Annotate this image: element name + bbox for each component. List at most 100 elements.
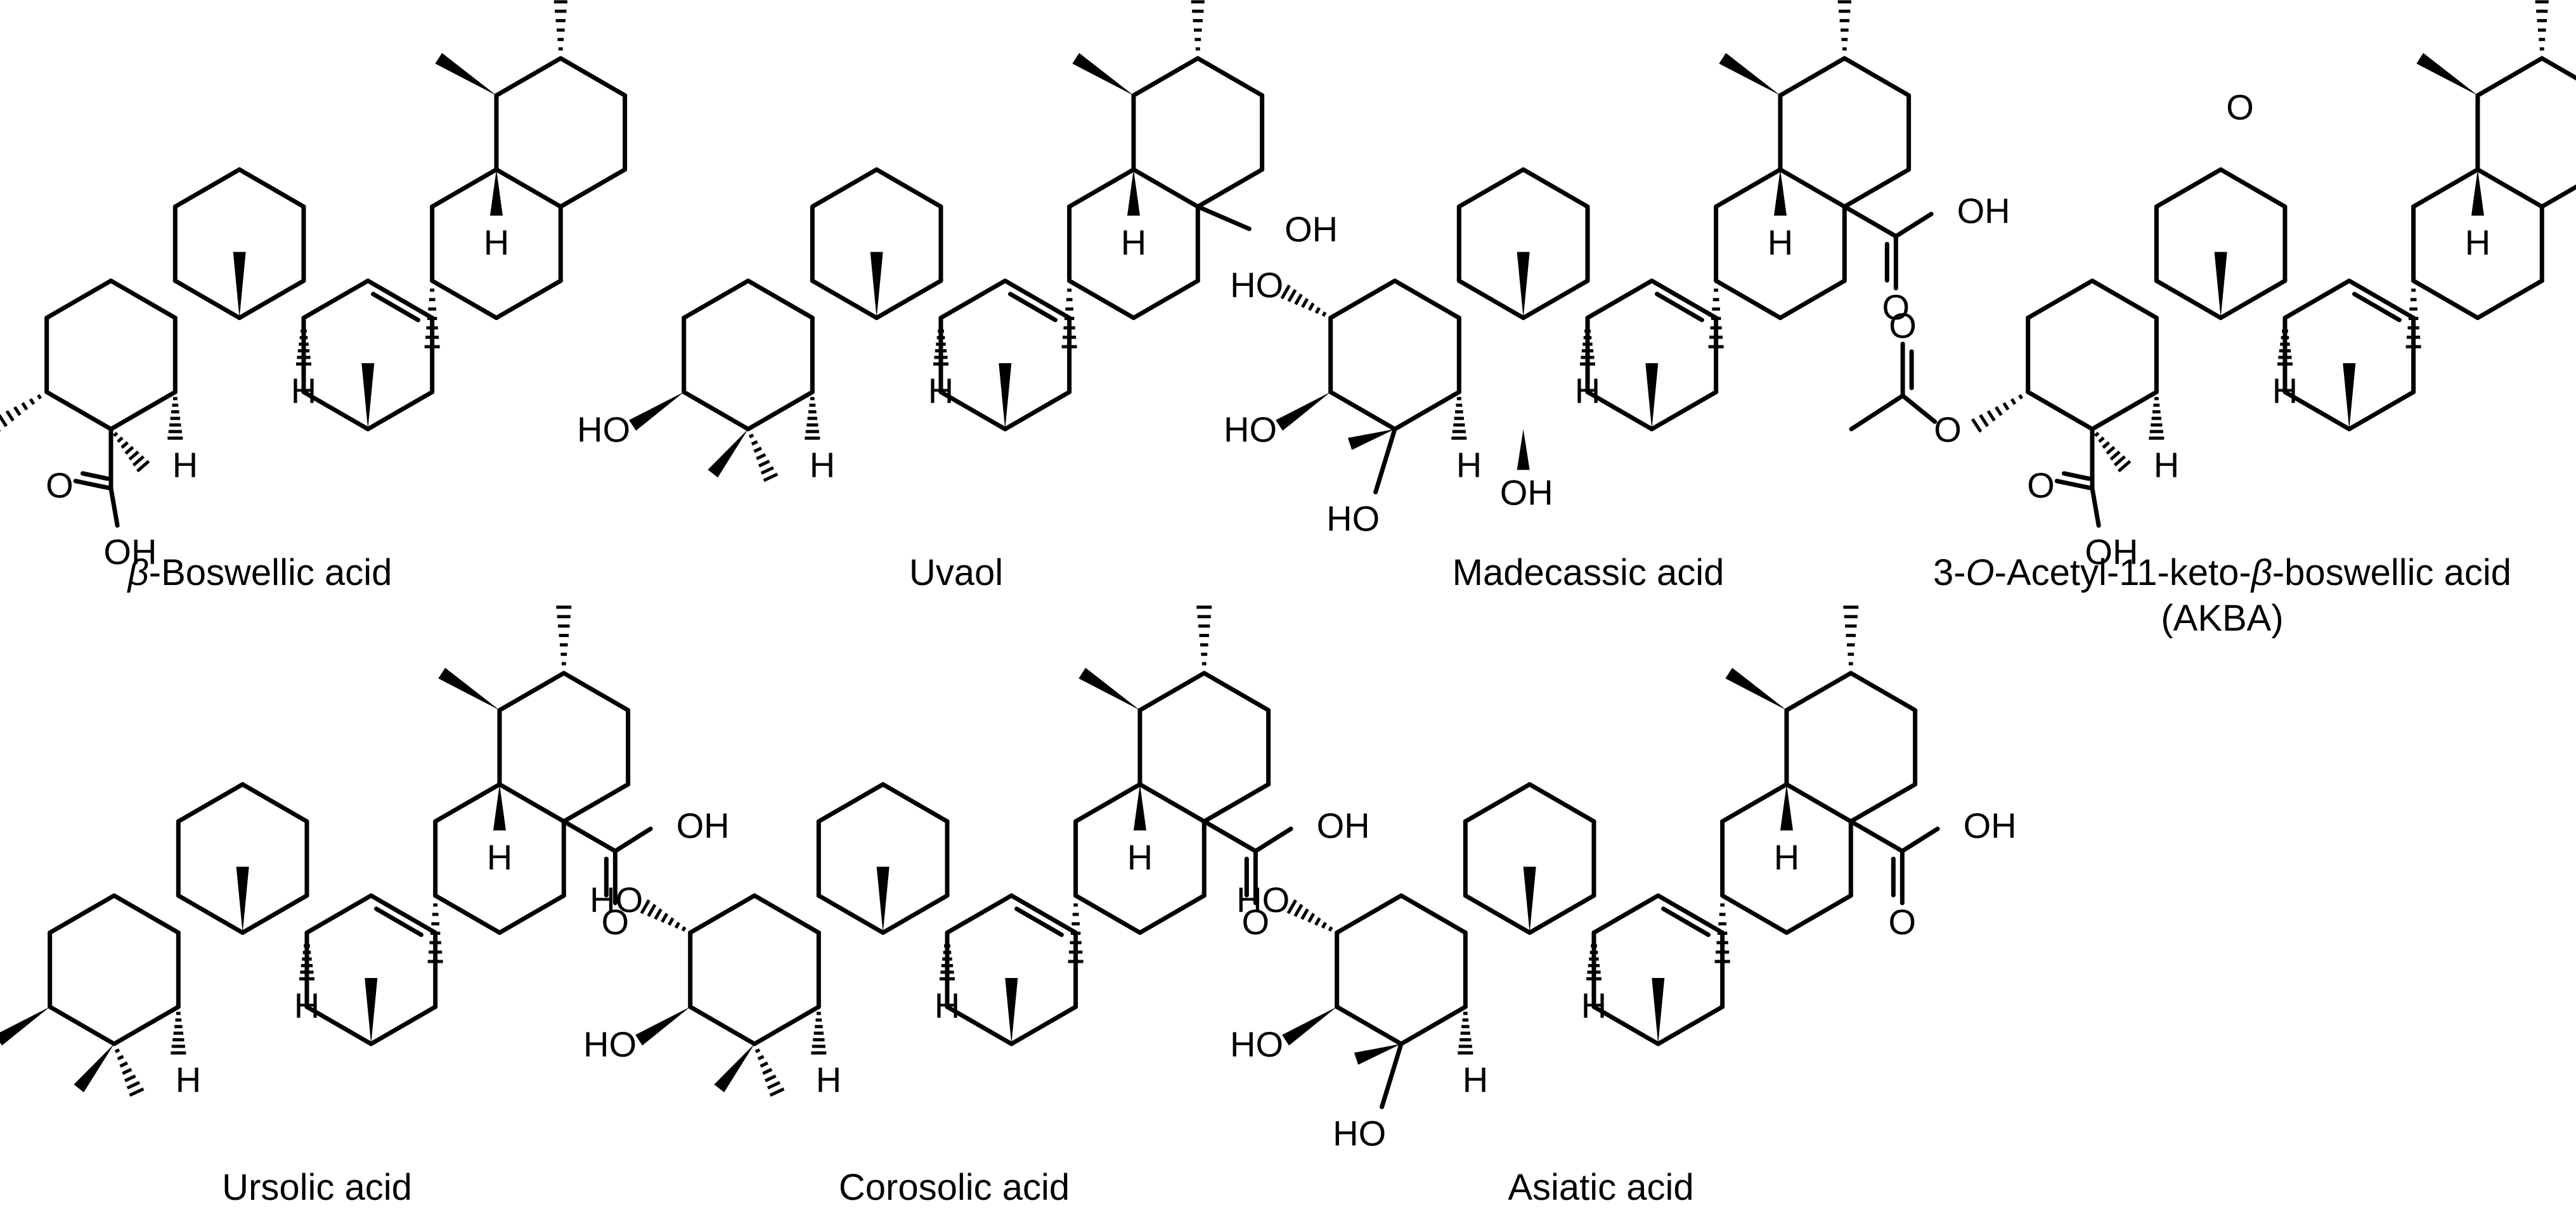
structure-boswellic: HHHHOOOH [0,0,628,572]
ring-bond [1009,1005,1078,1046]
c4-methyl-wedge [1347,429,1395,450]
ring-bond [558,167,628,209]
ring-bond [2346,390,2416,432]
h5-label: H [172,445,198,485]
ring-bond [497,893,566,935]
ring-bond [945,1005,1014,1046]
c4-methyl-hash [114,1048,145,1097]
methyl-c19-wedge [435,53,496,96]
c4-oh-label: OH [103,532,157,572]
ring-bond [688,1005,757,1046]
c28-ch2-bond [1195,204,1252,231]
h9-label: H [294,986,320,1026]
c28-carboxyl-bond [561,819,618,854]
double-bond-c12-c13-second [373,906,424,937]
double-bond-c12-c13 [368,893,438,935]
methyl-c20-hash [2535,0,2549,51]
ring-bond [497,782,566,824]
ring-bond [2475,167,2544,209]
caption-akba: 3-O-Acetyl-11-keto-β-boswellic acid (AKB… [1886,550,2558,641]
ring-bond [1521,278,1590,320]
double-bond-c12-c13-second [370,292,420,323]
double-bond-c12-c13 [1649,278,1719,320]
ring-bond [1328,278,1397,320]
double-bond-c12-c13 [1009,893,1078,935]
ring-bond [1399,1005,1468,1046]
methyl-c14-hash [424,288,440,349]
ring-bond [1778,278,1847,320]
ring-bond [1463,893,1532,935]
h18-wedge [493,784,506,831]
ring-bond [810,167,879,209]
c23-hydroxyl-label: HO [1333,1113,1386,1153]
ring-bond [1399,893,1468,935]
methyl-c10-wedge [2214,252,2227,318]
h5-hash [811,1012,827,1055]
ring-bond [494,167,563,209]
ring-bond [1591,893,1660,935]
caption-uvaol: Uvaol [766,550,1146,596]
ring-bond [938,278,1007,320]
c4-methyl-wedge [1354,1044,1401,1065]
ring-bond [1591,1005,1660,1046]
h5-label: H [176,1060,201,1100]
ring-bond [365,390,435,432]
ring-bond [1585,278,1654,320]
ring-bond [682,278,751,320]
ring-bond [874,167,943,209]
c28-carboxyl-bond [1842,204,1898,239]
h5-hash [171,1012,186,1055]
c23-hydroxyl-label: HO [1326,498,1380,538]
h9-label: H [935,986,960,1026]
h18-label: H [1121,222,1146,262]
ring-bond [240,782,309,824]
caption-madecassic-acid: Madecassic acid [1398,550,1778,596]
caption-akba-part1: 3- [1932,552,1966,593]
methyl-c10-wedge [233,252,246,318]
c28-carbonyl-o-label: O [1882,287,1910,327]
ring-bond [433,893,502,935]
methyl-c8-wedge [1645,363,1659,429]
ring-bond [1201,782,1271,824]
c4-oh-label: OH [2085,532,2138,572]
methyl-c19-wedge [1725,667,1787,711]
methyl-c10-wedge [1517,252,1530,318]
ring-bond [1714,167,1783,209]
methyl-c8-wedge [365,978,378,1044]
c4-methyl-hash [113,432,150,473]
ring-bond [112,893,181,935]
methyl-c20-hash [1196,605,1212,666]
c28-oh-bond [1253,826,1293,854]
c28-oh-label: OH [1964,806,2017,846]
c4-ch2-bond [1373,427,1397,494]
caption-akba-o: O [1965,552,1995,593]
ring-bond [48,893,117,935]
h18-label: H [2465,222,2490,262]
ring-bond [172,167,242,209]
c4-carbonyl-double-bond [73,479,113,491]
ring-bond [1842,56,1912,98]
double-bond-c12-c13-second [1007,292,1058,323]
methyl-c14-hash [2405,288,2421,349]
double-bond-c12-c13 [1655,893,1725,935]
h5-hash [2149,397,2165,440]
ring-bond [1067,278,1136,320]
h5-label: H [810,445,835,485]
c28-oh-label: OH [1317,806,1370,846]
methyl-c20-hash [556,605,572,666]
ring-bond [1848,671,1918,712]
ring-bond [1137,671,1207,712]
ring-bond [176,893,245,935]
ring-bond [368,1005,438,1046]
ring-bond [494,56,563,98]
ring-bond [1195,56,1265,98]
ring-bond [2218,278,2288,320]
c3-oxygen-bond [1971,394,2024,433]
methyl-c19-wedge [1719,53,1780,96]
caption-corosolic-text: Corosolic acid [838,1167,1070,1208]
ring-bond [746,278,815,320]
ring-bond [881,782,950,824]
methyl-c14-hash [427,903,443,963]
